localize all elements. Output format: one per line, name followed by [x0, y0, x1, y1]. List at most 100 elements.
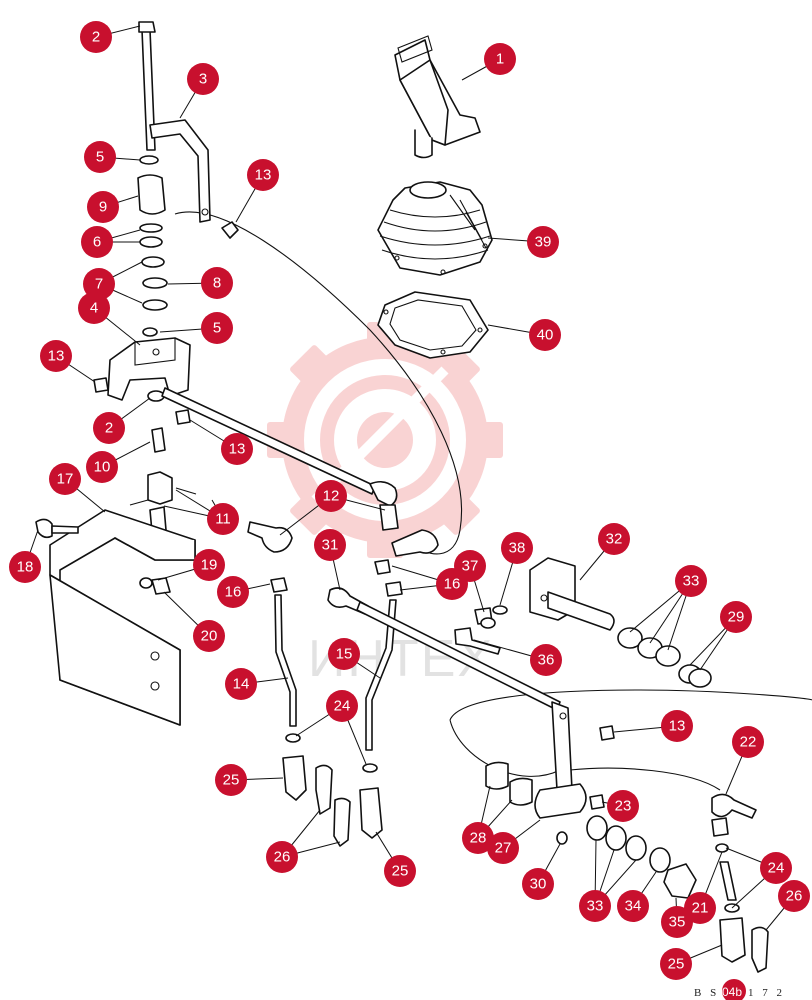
callout-12: 12: [315, 480, 347, 512]
callout-5b: 5: [201, 312, 233, 344]
callout-15: 15: [328, 638, 360, 670]
svg-text:25: 25: [223, 772, 240, 789]
callout-11: 11: [207, 503, 239, 535]
svg-text:21: 21: [692, 900, 709, 917]
callout-13d: 13: [661, 710, 693, 742]
svg-text:19: 19: [201, 557, 218, 574]
drawing-code: B S 04b 1 7 2: [694, 979, 785, 1000]
callout-24: 24: [326, 690, 358, 722]
callout-39: 39: [527, 226, 559, 258]
svg-text:4: 4: [90, 300, 98, 317]
callout-32: 32: [598, 523, 630, 555]
svg-text:34: 34: [625, 898, 642, 915]
svg-text:9: 9: [99, 199, 107, 216]
grouping-loop-upper: [174, 211, 463, 555]
svg-text:32: 32: [606, 531, 623, 548]
callout-16: 16: [217, 576, 249, 608]
callout-34: 34: [617, 890, 649, 922]
svg-text:2: 2: [92, 29, 100, 46]
svg-text:29: 29: [728, 609, 745, 626]
pivot-pin-and-coupler: [129, 427, 197, 533]
callout-14: 14: [225, 668, 257, 700]
svg-text:27: 27: [495, 840, 512, 857]
ball-joint-pair: [247, 480, 439, 615]
callout-7: 7: [83, 268, 115, 300]
callout-1: 1: [484, 43, 516, 75]
callout-10: 10: [86, 451, 118, 483]
cross-shaft-32: [480, 557, 615, 631]
callout-25b: 25: [384, 855, 416, 887]
callout-29: 29: [720, 601, 752, 633]
svg-text:39: 39: [535, 234, 552, 251]
drawing-code-suffix: 1 7 2: [748, 987, 785, 999]
callout-8: 8: [201, 267, 233, 299]
callout-13b: 13: [40, 340, 72, 372]
callout-2b: 2: [93, 412, 125, 444]
callout-25: 25: [215, 764, 247, 796]
callout-40: 40: [529, 319, 561, 351]
svg-text:12: 12: [323, 488, 340, 505]
svg-text:5: 5: [96, 149, 104, 166]
svg-text:25: 25: [392, 863, 409, 880]
callout-13: 13: [247, 159, 279, 191]
svg-text:13: 13: [255, 167, 272, 184]
callout-30: 30: [522, 868, 554, 900]
callout-17: 17: [49, 463, 81, 495]
svg-text:24: 24: [334, 698, 351, 715]
svg-text:33: 33: [683, 573, 700, 590]
svg-text:5: 5: [213, 320, 221, 337]
callout-21: 21: [684, 892, 716, 924]
svg-text:23: 23: [615, 798, 632, 815]
callout-31: 31: [314, 529, 346, 561]
bolt-36: [454, 627, 501, 655]
gasket-plate: [377, 291, 489, 359]
svg-text:40: 40: [537, 327, 554, 344]
callout-6: 6: [81, 226, 113, 258]
callout-18: 18: [9, 551, 41, 583]
callout-22: 22: [732, 726, 764, 758]
svg-text:18: 18: [17, 559, 34, 576]
tie-rod-upper: [161, 387, 376, 495]
drawing-code-badge: 04b: [722, 985, 742, 999]
shift-lever-handle: [394, 35, 481, 159]
callout-26b: 26: [778, 880, 810, 912]
svg-text:35: 35: [669, 914, 686, 931]
svg-text:13: 13: [229, 441, 246, 458]
upper-lever-shaft: [137, 21, 239, 337]
callout-23: 23: [607, 790, 639, 822]
callout-36: 36: [530, 644, 562, 676]
svg-text:13: 13: [669, 718, 686, 735]
svg-text:8: 8: [213, 275, 221, 292]
callout-25c: 25: [660, 948, 692, 980]
svg-text:17: 17: [57, 471, 74, 488]
svg-text:36: 36: [538, 652, 555, 669]
clevis-assembly-left: [282, 733, 383, 847]
pivot-bracket: [93, 337, 191, 425]
control-rod-14: [274, 594, 297, 727]
callout-3: 3: [187, 63, 219, 95]
mounting-plate: [35, 509, 196, 726]
svg-text:26: 26: [274, 849, 291, 866]
callout-20: 20: [193, 620, 225, 652]
svg-text:15: 15: [336, 646, 353, 663]
callout-28: 28: [462, 822, 494, 854]
callout-9: 9: [87, 191, 119, 223]
svg-text:16: 16: [225, 584, 242, 601]
drawing-code-prefix: B S: [694, 987, 719, 999]
callout-19: 19: [193, 549, 225, 581]
control-rod-15: [365, 599, 397, 751]
svg-text:2: 2: [105, 420, 113, 437]
svg-text:3: 3: [199, 71, 207, 88]
svg-text:1: 1: [496, 51, 504, 68]
callout-24b: 24: [760, 852, 792, 884]
svg-text:25: 25: [668, 956, 685, 973]
lower-lever-assembly: [485, 701, 697, 899]
callout-16b: 16: [436, 568, 468, 600]
svg-text:37: 37: [462, 558, 479, 575]
svg-text:33: 33: [587, 898, 604, 915]
svg-text:6: 6: [93, 234, 101, 251]
callout-markers: 1 2 3 5 13 9 6 39 7 8 4 5 40 13 2 13 10 …: [9, 21, 810, 980]
svg-text:30: 30: [530, 876, 547, 893]
svg-text:20: 20: [201, 628, 218, 645]
